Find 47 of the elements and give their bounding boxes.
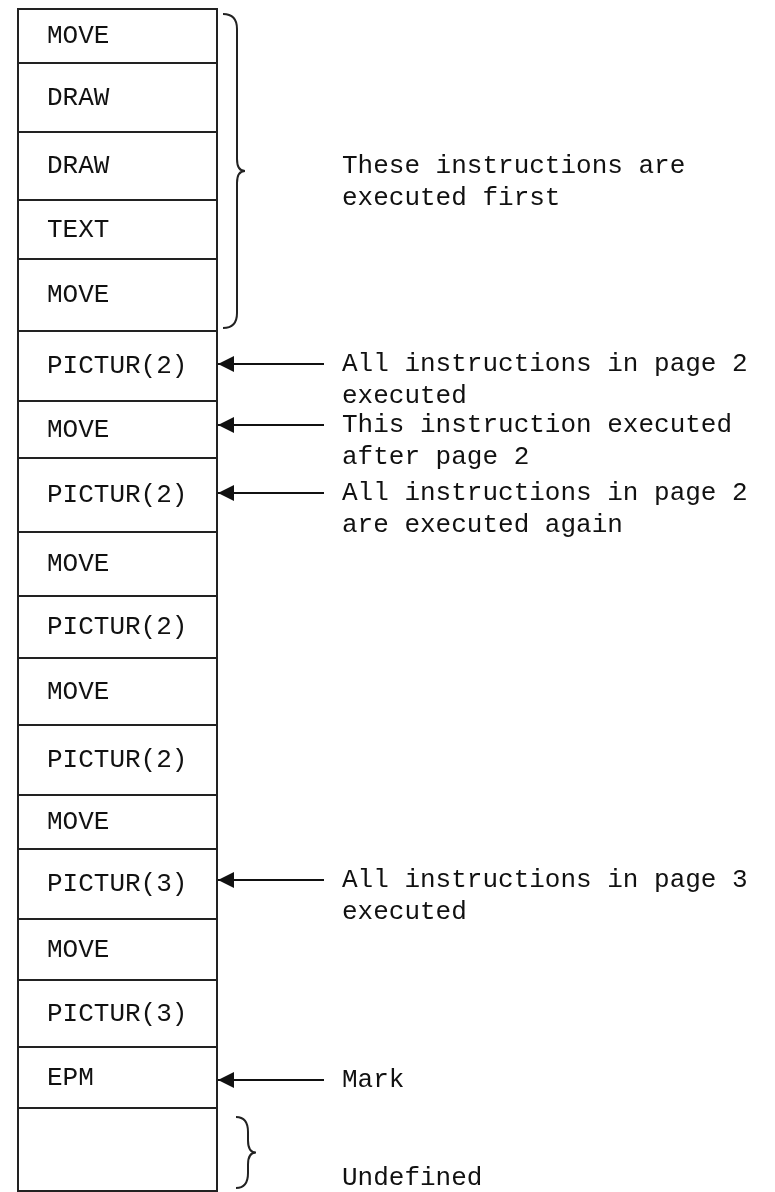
instruction-text: MOVE <box>47 549 110 579</box>
instruction-cell <box>17 918 218 981</box>
instruction-cell <box>17 400 218 459</box>
arrow <box>217 356 325 372</box>
instruction-text: MOVE <box>47 676 110 707</box>
instruction-cell <box>17 1046 218 1109</box>
annotation-text: All instructions in page 2 executed <box>324 348 762 412</box>
instruction-cell <box>17 330 218 402</box>
instruction-text: PICTUR(3) <box>47 869 188 899</box>
instruction-cell <box>17 595 218 659</box>
instruction-text: EPM <box>47 1062 94 1093</box>
instruction-text: DRAW <box>47 82 110 113</box>
annotation-text: All instructions in page 2 are executed again <box>324 477 762 541</box>
instruction-text: MOVE <box>47 414 110 445</box>
instruction-cell <box>17 8 218 64</box>
instruction-cell <box>17 848 218 920</box>
annotation-text: Mark <box>324 1064 762 1096</box>
bracket-label: These instructions are executed first <box>342 150 687 214</box>
arrow <box>217 417 325 433</box>
instruction-text: DRAW <box>47 151 110 181</box>
instruction-cell <box>17 258 218 332</box>
instruction-text: MOVE <box>47 934 110 965</box>
annotation-text: This instruction executed after page 2 <box>324 409 762 473</box>
instruction-cell <box>17 131 218 201</box>
instruction-cell <box>17 979 218 1048</box>
empty-memory-cell <box>17 1107 218 1192</box>
instruction-text: PICTUR(2) <box>47 351 188 381</box>
instruction-cell <box>17 457 218 533</box>
instruction-text: MOVE <box>47 21 110 51</box>
instruction-cell <box>17 724 218 796</box>
instruction-text: MOVE <box>47 280 110 310</box>
instruction-text: PICTUR(2) <box>47 480 188 510</box>
instruction-cell <box>17 531 218 597</box>
instruction-text: PICTUR(2) <box>47 745 188 775</box>
arrow <box>217 1072 325 1088</box>
instruction-cell <box>17 62 218 133</box>
instruction-cell <box>17 794 218 850</box>
instruction-text: PICTUR(3) <box>47 998 188 1029</box>
instruction-text: MOVE <box>47 807 110 837</box>
arrow <box>217 872 325 888</box>
arrow <box>217 485 325 501</box>
instruction-text: PICTUR(2) <box>47 612 188 642</box>
annotation-text: All instructions in page 3 executed <box>324 864 762 928</box>
instruction-text: TEXT <box>47 214 110 245</box>
bracket-label: Undefined <box>342 1162 484 1192</box>
instruction-cell <box>17 657 218 726</box>
instruction-cell <box>17 199 218 260</box>
